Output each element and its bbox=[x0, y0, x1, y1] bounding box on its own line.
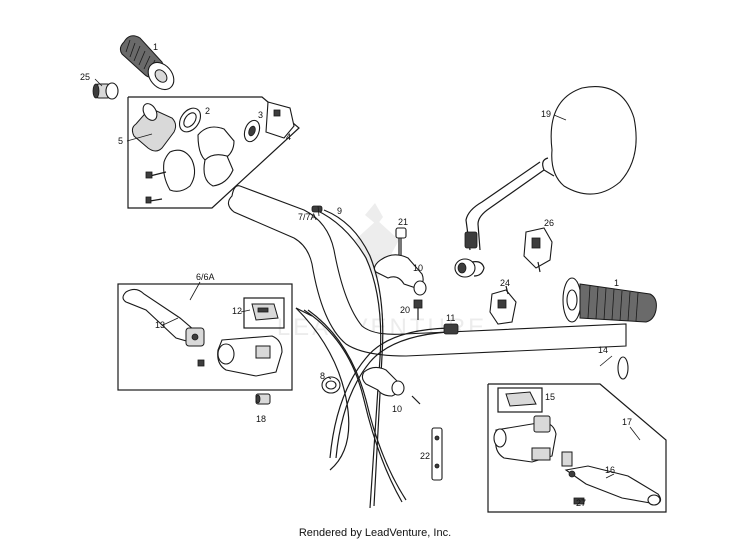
brake-lever-box bbox=[487, 383, 667, 513]
label-24[interactable]: 24 bbox=[500, 278, 510, 288]
bracket-22-part[interactable] bbox=[431, 427, 443, 481]
label-20[interactable]: 20 bbox=[400, 305, 410, 315]
left-grip-part[interactable] bbox=[119, 35, 179, 95]
label-16[interactable]: 16 bbox=[605, 465, 615, 475]
label-26[interactable]: 26 bbox=[544, 218, 554, 228]
bar-end-cap-part[interactable] bbox=[92, 82, 119, 100]
clutch-cable-part[interactable] bbox=[295, 307, 407, 503]
label-18[interactable]: 18 bbox=[256, 414, 266, 424]
bolt-20-part[interactable] bbox=[413, 299, 423, 320]
label-1-top[interactable]: 1 bbox=[153, 42, 158, 52]
label-8[interactable]: 8 bbox=[320, 371, 325, 381]
label-15[interactable]: 15 bbox=[545, 392, 555, 402]
brake-hose-part[interactable] bbox=[329, 323, 459, 459]
right-grip-part[interactable] bbox=[562, 277, 657, 323]
mirror-mount-part[interactable] bbox=[454, 258, 485, 278]
label-19[interactable]: 19 bbox=[541, 109, 551, 119]
mirror-part[interactable] bbox=[464, 86, 637, 251]
throttle-cable-part[interactable] bbox=[311, 205, 384, 509]
cable-clip-part[interactable] bbox=[321, 376, 341, 394]
label-13[interactable]: 13 bbox=[155, 320, 165, 330]
label-11[interactable]: 11 bbox=[446, 313, 455, 323]
clutch-lever-box bbox=[117, 283, 293, 391]
label-10-bottom[interactable]: 10 bbox=[392, 404, 402, 414]
bolt-part[interactable] bbox=[395, 227, 407, 256]
label-2[interactable]: 2 bbox=[205, 106, 210, 116]
label-25[interactable]: 25 bbox=[80, 72, 90, 82]
part-labels: 1 25 2 3 4 5 19 9 7/7A 21 26 10 6/6A 24 … bbox=[80, 42, 632, 508]
label-3[interactable]: 3 bbox=[258, 110, 263, 120]
leader-lines bbox=[94, 78, 641, 479]
label-27[interactable]: 27 bbox=[576, 498, 586, 508]
bar-clamp-bottom-part[interactable] bbox=[361, 366, 421, 405]
render-credit: Rendered by LeadVenture, Inc. bbox=[298, 527, 452, 539]
kill-switch-part[interactable] bbox=[489, 285, 517, 325]
label-1-right[interactable]: 1 bbox=[614, 278, 619, 288]
label-21[interactable]: 21 bbox=[398, 217, 408, 227]
label-6-6a[interactable]: 6/6A bbox=[196, 272, 215, 282]
switch-part[interactable] bbox=[523, 227, 553, 273]
label-14[interactable]: 14 bbox=[598, 345, 608, 355]
bolt-18-part[interactable] bbox=[255, 393, 271, 405]
label-10-top[interactable]: 10 bbox=[413, 263, 423, 273]
label-22[interactable]: 22 bbox=[420, 451, 430, 461]
label-4[interactable]: 4 bbox=[286, 132, 291, 142]
label-5[interactable]: 5 bbox=[118, 136, 123, 146]
throttle-assembly-box bbox=[127, 96, 300, 209]
handlebar-part[interactable] bbox=[227, 185, 629, 380]
label-9[interactable]: 9 bbox=[337, 206, 342, 216]
label-12[interactable]: 12 bbox=[232, 306, 242, 316]
label-7-7a[interactable]: 7/7A bbox=[298, 212, 317, 222]
label-17[interactable]: 17 bbox=[622, 417, 632, 427]
bar-clamp-top-part[interactable] bbox=[373, 254, 427, 296]
